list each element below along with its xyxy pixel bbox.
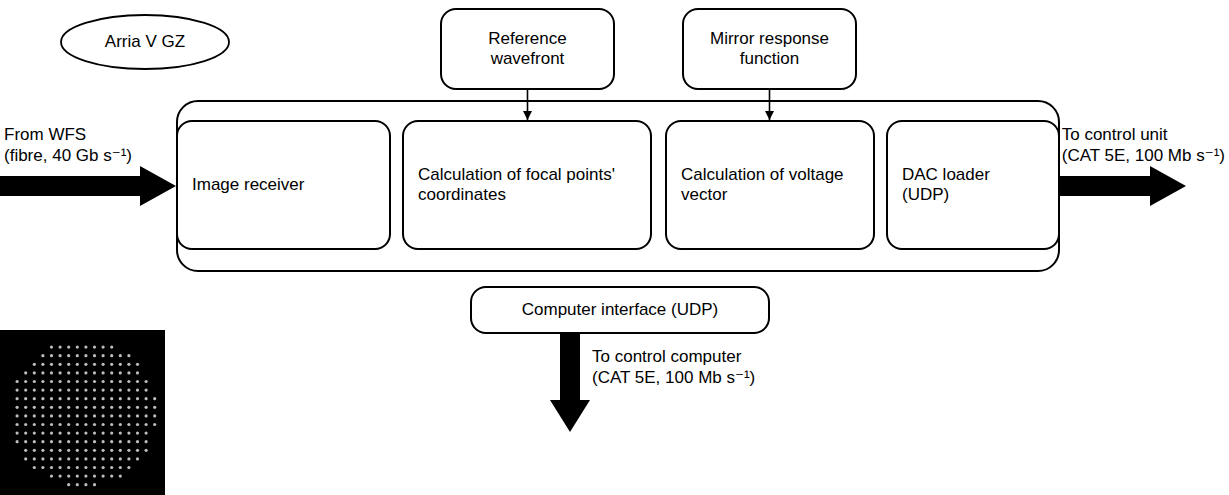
interface-box: Computer interface (UDP) — [470, 286, 770, 334]
focal-spot-grid — [16, 346, 157, 487]
connector-arrow — [769, 90, 771, 120]
connector-arrow — [527, 90, 529, 120]
process-box: Calculation of voltage vector — [665, 120, 875, 250]
node-text: Mirror response function — [698, 29, 841, 70]
input-arrow — [0, 166, 176, 206]
wfs-image — [0, 330, 165, 495]
process-box: DAC loader (UDP) — [886, 120, 1060, 250]
data-box: Reference wavefront — [440, 8, 615, 90]
computer-arrow — [550, 334, 590, 432]
node-text: DAC loader (UDP) — [902, 165, 990, 206]
process-box: Calculation of focal points' coordinates — [402, 120, 652, 250]
output-label: To control computer (CAT 5E, 100 Mb s⁻¹) — [592, 346, 755, 389]
output-label: To control unit (CAT 5E, 100 Mb s⁻¹) — [1062, 124, 1225, 167]
node-text: Calculation of focal points' coordinates — [418, 165, 636, 206]
node-text: Reference wavefront — [456, 29, 599, 70]
input-label: From WFS (fibre, 40 Gb s⁻¹) — [4, 124, 132, 167]
node-text: Arria V GZ — [105, 32, 185, 52]
node-text: Image receiver — [192, 175, 304, 195]
chip-ellipse: Arria V GZ — [60, 14, 230, 70]
fpga-block: Image receiver Calculation of focal point… — [176, 100, 1060, 272]
output-arrow — [1060, 166, 1186, 206]
node-text: Calculation of voltage vector — [681, 165, 859, 206]
data-box: Mirror response function — [682, 8, 857, 90]
node-text: Computer interface (UDP) — [522, 300, 719, 320]
process-box: Image receiver — [176, 120, 391, 250]
